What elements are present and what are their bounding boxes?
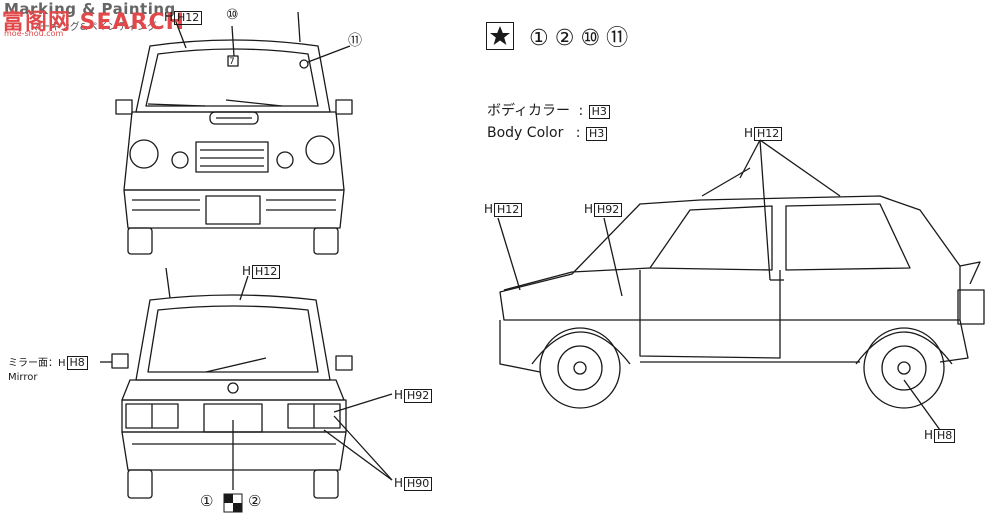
front-small-box: 7 xyxy=(229,57,235,67)
watermark-url: moe-shou.com xyxy=(4,29,64,38)
front-marker-10: ⑩ xyxy=(226,7,239,23)
rear-mirror-en: Mirror xyxy=(8,372,38,383)
decal-numbers: ①②⑩⑪ xyxy=(529,26,635,51)
star-icon xyxy=(486,22,514,50)
body-color-block: ボディカラー : H3 Body Color : H3 xyxy=(487,100,610,144)
watermark-logo: 富阁网 SEARCH xyxy=(2,10,186,35)
body-color-en-label: Body Color xyxy=(487,125,564,141)
front-view-drawing xyxy=(115,11,353,255)
side-view-drawing xyxy=(497,139,985,431)
rear-marker-2: ② xyxy=(248,492,262,510)
front-marker-11: ⑪ xyxy=(348,33,362,49)
rear-decal-checker xyxy=(223,493,243,513)
decal-list: ①②⑩⑪ xyxy=(486,20,634,52)
body-color-code-jp: H3 xyxy=(588,105,610,119)
page-subtitle: マーキング&ペインティング xyxy=(30,22,157,33)
rear-marker-1: ① xyxy=(200,492,214,510)
page-title: Marking & Painting xyxy=(4,0,176,18)
body-color-jp-label: ボディカラー xyxy=(487,103,571,119)
rear-view-drawing xyxy=(100,267,393,499)
body-color-code-en: H3 xyxy=(585,127,608,141)
